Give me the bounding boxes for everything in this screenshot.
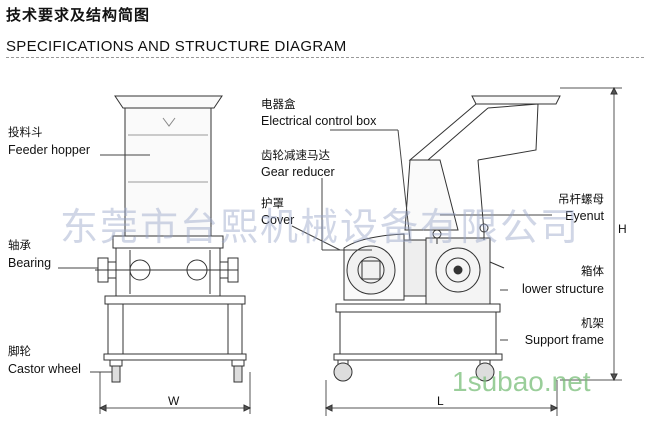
label-support-frame-zh: 机架 — [581, 316, 604, 330]
dimension-width: W — [168, 394, 180, 408]
label-cover: Cover — [261, 213, 295, 227]
label-castor-wheel-zh: 脚轮 — [8, 344, 31, 358]
label-bearing-zh: 轴承 — [8, 238, 31, 252]
dimension-height: H — [618, 222, 627, 236]
label-lower-structure-zh: 箱体 — [581, 264, 604, 278]
dimension-length: L — [437, 394, 444, 408]
label-gear-reducer: Gear reducer — [261, 165, 335, 179]
front-view — [95, 95, 252, 414]
label-bearing: Bearing — [8, 256, 52, 270]
title-chinese: 技术要求及结构简图 — [6, 6, 151, 24]
header-divider — [6, 57, 644, 58]
site-watermark: 1subao.net — [452, 366, 591, 397]
label-cover-zh: 护罩 — [261, 196, 284, 210]
company-watermark: 东莞市台熙机械设备有限公司 — [60, 205, 581, 249]
label-eyenut-zh: 吊杆螺母 — [558, 192, 604, 206]
label-eyenut: Eyenut — [565, 209, 604, 223]
label-electrical-control-box-zh: 电器盒 — [261, 97, 296, 111]
label-feeder-hopper: Feeder hopper — [8, 143, 91, 157]
label-support-frame: Support frame — [524, 333, 604, 347]
side-view — [324, 86, 622, 416]
label-electrical-control-box: Electrical control box — [261, 114, 377, 128]
label-castor-wheel: Castor wheel — [8, 362, 81, 376]
label-gear-reducer-zh: 齿轮减速马达 — [261, 148, 330, 162]
label-feeder-hopper-zh: 投料斗 — [8, 125, 43, 139]
label-lower-structure: lower structure — [522, 282, 604, 296]
leader-lines — [58, 129, 552, 373]
title-english: SPECIFICATIONS AND STRUCTURE DIAGRAM — [6, 38, 347, 55]
